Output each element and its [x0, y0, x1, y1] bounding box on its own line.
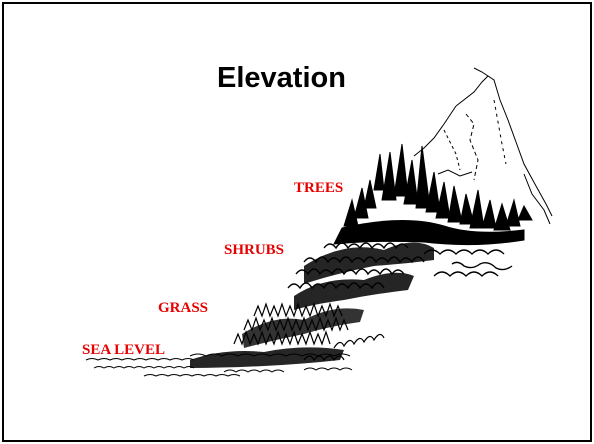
shore-fill — [190, 347, 344, 368]
slide-title: Elevation — [217, 62, 346, 95]
tree-band — [334, 144, 532, 245]
shrub-fill — [294, 242, 434, 310]
label-shrubs: SHRUBS — [224, 242, 284, 259]
label-trees: TREES — [294, 180, 343, 197]
label-grass: GRASS — [158, 300, 208, 317]
label-sea-level: SEA LEVEL — [82, 342, 165, 359]
